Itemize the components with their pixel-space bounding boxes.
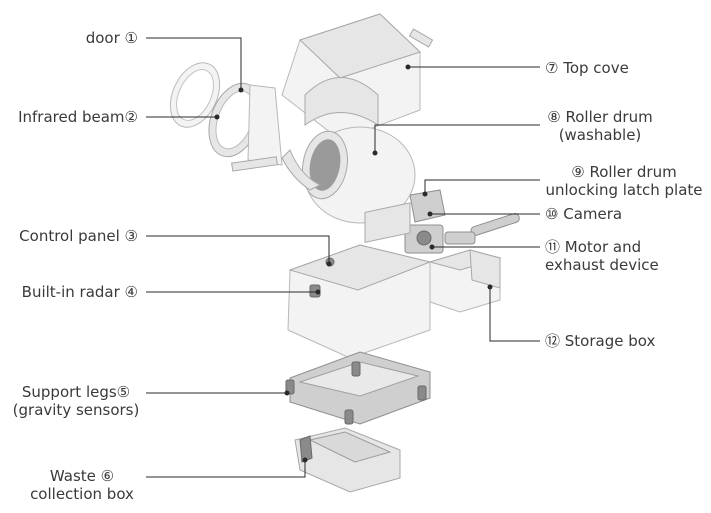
label-motor-exhaust-line1: ⑪ Motor and — [545, 238, 642, 256]
label-top-cove: ⑦ Top cove — [545, 59, 629, 77]
label-built-in-radar: Built-in radar ④ — [21, 283, 138, 301]
top-cover-part — [281, 13, 434, 141]
label-support-legs-line2: (gravity sensors) — [12, 401, 140, 419]
base-body-part — [287, 202, 432, 359]
roller-drum-part — [281, 126, 416, 224]
latch-camera-motor-part — [404, 189, 520, 254]
label-camera: ⑩ Camera — [545, 205, 623, 223]
infrared-beam-part — [208, 82, 283, 172]
door-part — [169, 62, 221, 128]
waste-box-part — [294, 427, 401, 493]
label-motor-exhaust: ⑪ Motor and exhaust device — [545, 238, 659, 274]
label-storage-box: ⑫ Storage box — [545, 332, 656, 350]
label-support-legs-line1: Support legs⑤ — [21, 383, 131, 401]
label-support-legs: Support legs⑤ (gravity sensors) — [8, 383, 144, 419]
leader-lines-right — [372, 64, 540, 342]
label-latch-plate-line2: unlocking latch plate — [545, 181, 703, 199]
label-latch-plate-line1: ⑨ Roller drum — [571, 163, 677, 181]
support-legs-part — [285, 351, 431, 425]
storage-box-part — [428, 249, 502, 313]
label-roller-drum-line2: (washable) — [558, 126, 642, 144]
leader-lines-left — [146, 37, 332, 478]
label-roller-drum: ⑧ Roller drum (washable) — [545, 108, 655, 144]
label-roller-drum-line1: ⑧ Roller drum — [547, 108, 653, 126]
label-waste-box-line2: collection box — [30, 485, 134, 503]
label-latch-plate: ⑨ Roller drum unlocking latch plate — [545, 163, 703, 199]
label-infrared-beam: Infrared beam② — [18, 108, 138, 126]
label-waste-box: Waste ⑥ collection box — [18, 467, 146, 503]
label-control-panel: Control panel ③ — [19, 227, 138, 245]
label-motor-exhaust-line2: exhaust device — [545, 256, 659, 274]
label-waste-box-line1: Waste ⑥ — [49, 467, 115, 485]
label-door: door ① — [85, 29, 138, 47]
